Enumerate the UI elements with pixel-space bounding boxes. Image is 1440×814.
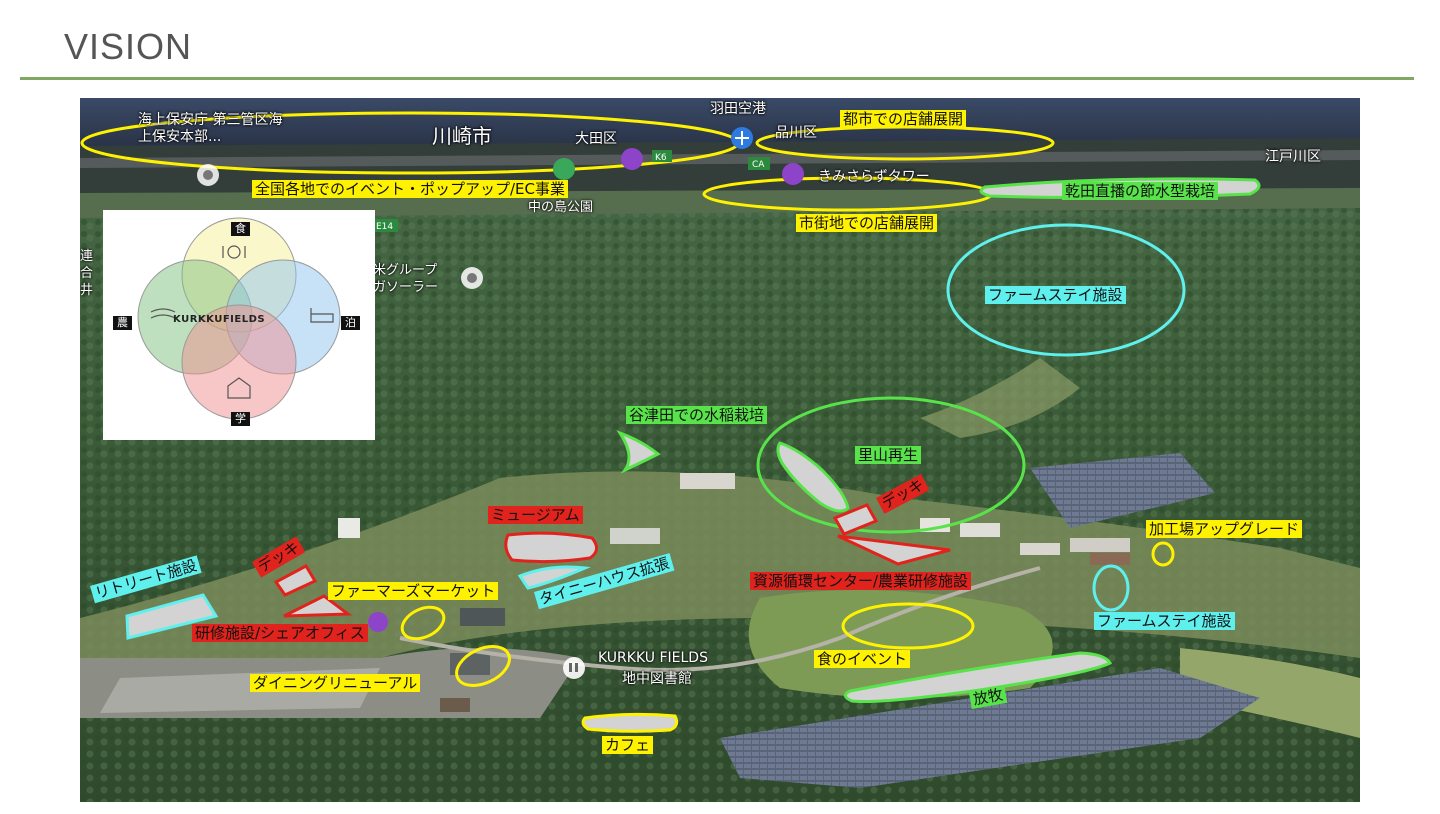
map-background: K6 CA E14 bbox=[80, 98, 1360, 802]
label-processing-upgrade: 加工場アップグレード bbox=[1146, 520, 1303, 538]
dining-ellipse bbox=[455, 645, 511, 687]
label-downtown-stores: 市街地での店舗展開 bbox=[796, 214, 938, 232]
yatsuda-shape bbox=[616, 430, 661, 474]
label-farmers-market: ファーマーズマーケット bbox=[328, 582, 499, 600]
deck-left-shape bbox=[273, 564, 318, 597]
venn-learn-tag: 学 bbox=[231, 412, 250, 426]
grazing-shape bbox=[844, 651, 1113, 704]
place-kurkku-fields: KURKKU FIELDS bbox=[598, 650, 708, 666]
label-yatsuda-rice: 谷津田での水稲栽培 bbox=[626, 406, 768, 424]
school-icon bbox=[227, 377, 251, 399]
deck-center-shape bbox=[832, 503, 879, 536]
park-icon bbox=[553, 158, 575, 180]
landmark-icon bbox=[621, 148, 643, 170]
label-food-event: 食のイベント bbox=[814, 650, 911, 668]
label-training-office: 研修施設/シェアオフィス bbox=[192, 624, 368, 642]
farmers-market-ellipse bbox=[400, 605, 446, 641]
page-title: VISION bbox=[64, 26, 193, 67]
label-event-popup: 全国各地でのイベント・ポップアップ/EC事業 bbox=[252, 180, 569, 198]
place-partial-left: 連合 井 bbox=[80, 249, 94, 298]
label-cafe: カフェ bbox=[602, 736, 654, 754]
museum-shape bbox=[504, 531, 598, 564]
place-kimisarazu: きみさらずタワー bbox=[818, 169, 930, 185]
place-ota: 大田区 bbox=[575, 131, 617, 147]
landmark-icon bbox=[368, 612, 388, 632]
bed-icon bbox=[310, 308, 334, 323]
satoyama-ellipse bbox=[756, 396, 1026, 534]
place-edogawa: 江戸川区 bbox=[1265, 149, 1321, 165]
label-satoyama: 里山再生 bbox=[855, 446, 922, 464]
svg-text:K6: K6 bbox=[655, 153, 667, 163]
label-recycling-center: 資源循環センター/農業研修施設 bbox=[750, 572, 972, 590]
food-event-ellipse bbox=[841, 602, 975, 650]
svg-text:E14: E14 bbox=[376, 222, 393, 232]
place-haneda: 羽田空港 bbox=[710, 101, 766, 117]
venn-farm-tag: 農 bbox=[113, 316, 132, 330]
venn-brand: KURKKUFIELDS bbox=[173, 314, 266, 325]
route-e14-icon bbox=[374, 219, 398, 232]
label-museum: ミュージアム bbox=[488, 506, 583, 524]
tiny-house-shape bbox=[517, 565, 591, 590]
venn-stay-tag: 泊 bbox=[341, 316, 360, 330]
retreat-shape bbox=[125, 593, 219, 640]
venn-diagram: KURKKUFIELDS 食 農 泊 学 bbox=[103, 210, 375, 440]
place-shinagawa: 品川区 bbox=[775, 125, 817, 141]
venn-food-tag: 食 bbox=[231, 222, 250, 236]
route-k6-icon bbox=[652, 150, 672, 162]
label-dry-field: 乾田直播の節水型栽培 bbox=[1062, 182, 1219, 200]
kimisarazu-icon bbox=[782, 163, 804, 185]
aerial-map[interactable]: K6 CA E14 海上保安庁 第三管区海上保安本部... 川崎市 羽田空港 大… bbox=[80, 98, 1360, 802]
label-city-stores: 都市での店舗展開 bbox=[840, 110, 967, 128]
library-pin-icon bbox=[563, 657, 585, 679]
field-icon bbox=[150, 308, 176, 319]
label-farmstay-bottom: ファームステイ施設 bbox=[1094, 612, 1235, 630]
svg-text:CA: CA bbox=[752, 160, 765, 170]
place-coast-guard: 海上保安庁 第三管区海上保安本部... bbox=[138, 112, 283, 145]
cafe-shape bbox=[581, 712, 679, 733]
recycling-shape bbox=[837, 534, 951, 566]
label-farmstay-top: ファームステイ施設 bbox=[985, 286, 1126, 304]
training-shape bbox=[283, 594, 353, 618]
place-kawasaki: 川崎市 bbox=[432, 124, 492, 148]
satoyama-shape bbox=[776, 441, 850, 513]
farmstay-bottom-ellipse bbox=[1092, 564, 1130, 612]
place-nakanoshima: 中の島公園 bbox=[528, 200, 594, 215]
title-divider bbox=[20, 77, 1414, 80]
place-underground-library: 地中図書館 bbox=[622, 671, 692, 687]
route-ca-icon bbox=[748, 157, 770, 170]
place-solar: 米グループ ガソーラー bbox=[373, 263, 439, 295]
processing-ellipse bbox=[1151, 541, 1175, 567]
plate-icon bbox=[227, 245, 241, 259]
label-dining-renewal: ダイニングリニューアル bbox=[250, 674, 421, 692]
farmstay-top-ellipse bbox=[946, 223, 1186, 357]
